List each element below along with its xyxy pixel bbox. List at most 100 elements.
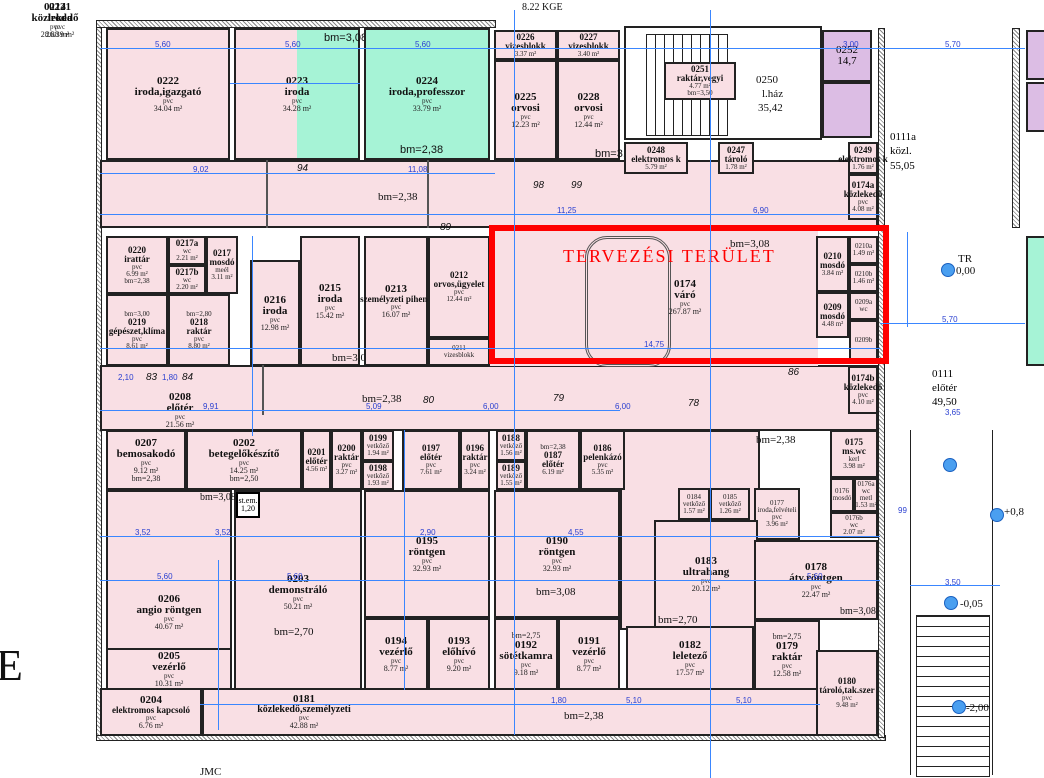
room-number: st.em. [238,496,258,505]
room-number: 0174b [851,373,875,383]
room-name: közlekedő [31,11,79,24]
room-name: előhívó [442,645,476,658]
room-number: 0221 [49,0,71,13]
dimension-line [100,214,880,215]
level-marker-icon [990,508,1004,522]
room-area: 55,05 [890,159,915,172]
room-number: 0224 [416,74,438,87]
room-floor: metl [859,494,873,502]
room-area: 50.21 m² [283,601,313,611]
room-area: 2.07 m² [843,527,865,536]
room-name: vizesblokk [505,40,546,51]
dimension-label: 5,10 [626,696,642,705]
room-floor: pvc [341,461,352,469]
room-area: 9.20 m² [446,663,472,673]
room-name: orvosi [511,101,540,114]
stem-box[interactable]: st.em.1,20 [236,492,260,518]
room-0111a[interactable]: 0111a közl. 55,05 [890,130,990,180]
room-area: 20.12 m² [691,583,721,593]
dimension-line [910,585,1000,586]
room-0111[interactable]: 0111 előtér 49,50 [932,368,957,409]
dimension-label: 5,60 [807,572,823,581]
room-area: 1.53 m² [855,501,877,509]
room-name: röntgen [408,545,446,558]
door-number: 94 [297,163,309,174]
level-label: -2,00 [966,702,989,714]
room-floor: pvc [390,656,402,665]
room-floor: pvc [583,112,594,121]
room-number: 0207 [135,436,157,449]
room-floor: pvc [269,315,281,324]
room-floor: pvc [857,391,869,399]
